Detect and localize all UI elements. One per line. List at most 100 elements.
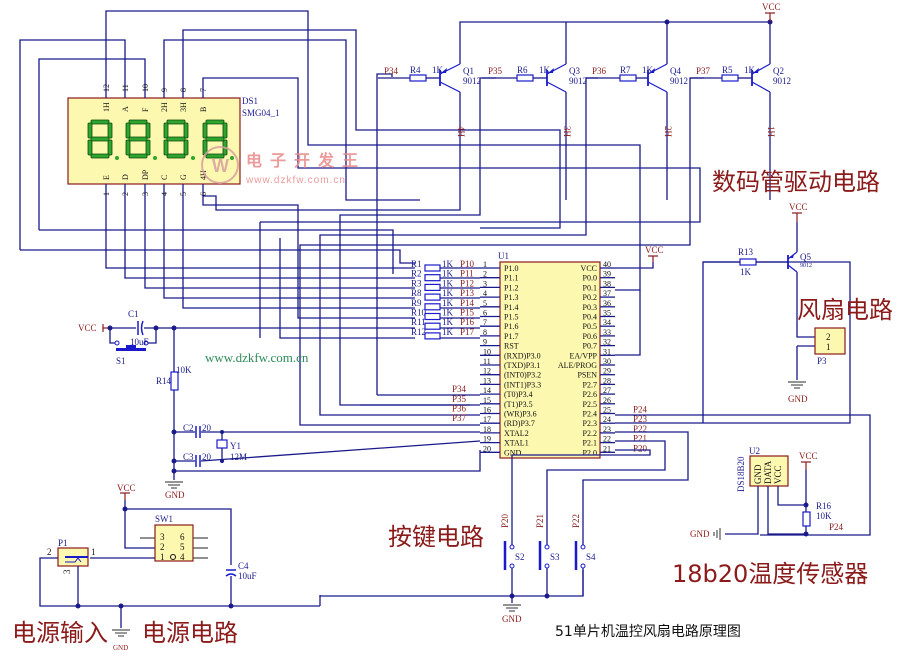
resistor-r9 [424,303,441,311]
segment [87,122,93,139]
mcu-pin-name: P2.3 [583,419,597,428]
resistor-val: 1K [442,317,454,327]
resistor-ref: R4 [410,65,421,75]
vcc-rail [459,21,771,48]
digit-2 [125,119,157,160]
mcu-pin-number: 9 [483,338,487,347]
display-part: SMG04_1 [242,108,280,118]
segment [107,139,113,156]
mcu-pin-name: P0.5 [583,322,597,331]
p3-pin-1: 1 [826,342,831,352]
key-ref: S4 [586,552,596,562]
mcu-pin-number: 35 [603,309,611,318]
resistor-r1 [424,264,441,272]
net-label: P34 [452,384,467,394]
mcu-pin-name: P0.3 [583,303,597,312]
jack-pin-2: 2 [47,547,52,557]
mcu-pin-number: 22 [603,435,611,444]
mcu-pin-name: P2.4 [583,410,597,419]
c1-ref: C1 [128,309,139,319]
watermark-cn: 电子开发王 [246,151,366,170]
sensor-net-label: P24 [829,522,844,532]
resistor-val: 1K [442,327,454,337]
segment [202,122,208,139]
decimal-point [153,156,157,160]
gnd-label-crystal: GND [165,490,185,500]
switch-pin: 1 [160,552,165,562]
display-bottom-label: D [121,174,130,180]
segment [125,139,131,156]
switch-pin: 3 [160,532,165,542]
display-top-label: F [141,107,150,112]
section-sensor: 18b20温度传感器 [672,560,868,588]
mcu-pin-number: 4 [483,289,487,298]
transistor-part: 9012 [463,76,481,86]
segment [183,139,189,156]
segment [128,119,148,125]
sensor-pin-label: VCC [773,465,783,484]
resistor-r2 [424,274,441,282]
resistor-ref: R6 [517,65,528,75]
seven-segment-display [67,97,241,185]
mcu-pin-number: 20 [483,444,491,453]
mcu-pin-number: 26 [603,396,611,405]
segment [107,122,113,139]
sw1-ref: SW1 [155,514,173,524]
net-label: P35 [452,394,467,404]
p23-net [615,410,851,424]
mcu-pin-name: P0.6 [583,332,597,341]
p1-bus-wires [20,196,480,339]
mcu-pin-number: 36 [603,299,611,308]
mcu-pin-number: 5 [483,299,487,308]
mcu-pin-name: ALE/PROG [558,361,597,370]
display-ref: DS1 [242,96,258,106]
r13-val: 1K [740,267,752,277]
segment [145,139,151,156]
transistor-ref: Q3 [569,66,580,76]
display-bottom-pin-num: 2 [121,192,130,196]
digit-select-label: 4H [456,126,466,138]
net-label: P35 [488,66,503,76]
decimal-point [191,156,195,160]
mcu-pin-number: 25 [603,406,611,415]
sensor-pin-label: DATA [763,460,773,484]
mcu-pin-number: 23 [603,425,611,434]
r14-val: 10K [176,365,192,375]
mcu-pin-number: 28 [603,376,611,385]
digit-select-label: 3H [562,126,572,138]
display-top-pin-num: 8 [179,88,188,92]
p22-net [582,431,689,540]
c2-ref: C2 [183,423,194,433]
switch-pin: 6 [180,532,185,542]
display-bottom-pin-num: 1 [102,192,111,196]
resistor-ref: R7 [620,65,631,75]
watermark: W 电子开发王 www.dzkfw.com.cn [201,146,366,186]
segment [145,122,151,139]
resistor-r8 [424,293,441,301]
resistor-val: 1K [442,298,454,308]
p3-ref: P3 [817,356,827,366]
segment [205,119,225,125]
collector-4h [203,195,461,211]
c2-val: 20 [202,423,212,433]
mcu-pin-number: 40 [603,260,611,269]
jack-pin-1: 1 [91,547,96,557]
mcu-pin-name: P0.2 [583,293,597,302]
ds18b20-circuit [713,455,811,540]
net-label: P15 [460,308,475,318]
transistor-ref: Q4 [670,66,681,76]
decimal-point [230,156,234,160]
mcu-pin-name: (RD)P3.7 [504,419,535,428]
net-label: P13 [460,288,475,298]
display-bottom-label: DP [141,169,150,180]
net-label: P24 [633,405,648,415]
segment [166,119,186,125]
gnd-label-keys: GND [502,614,522,624]
digit-3 [163,119,195,160]
resistor-r10 [424,312,441,321]
display-top-pin-num: 11 [121,84,130,92]
digit-select-label: 1H [766,126,776,138]
mcu-pin-name: P1.7 [504,332,518,341]
